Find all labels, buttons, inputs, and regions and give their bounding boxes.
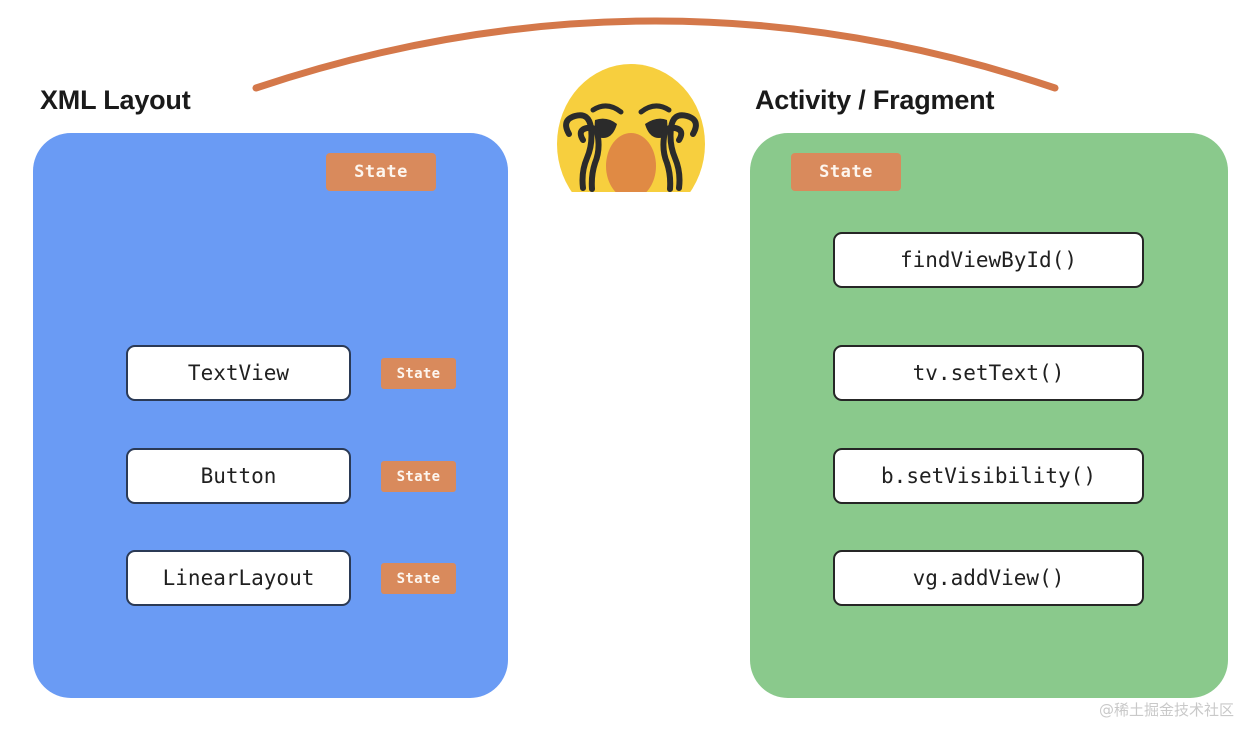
xml-layout-panel — [33, 133, 508, 698]
call-box-settext: tv.setText() — [833, 345, 1144, 401]
call-box-setvisibility: b.setVisibility() — [833, 448, 1144, 504]
widget-row: State LinearLayout — [126, 550, 456, 606]
page-title-xml-layout: XML Layout — [40, 85, 191, 115]
widget-box-textview: TextView — [126, 345, 351, 401]
call-box-findviewbyid: findViewById() — [833, 232, 1144, 288]
widget-row: State TextView — [126, 345, 456, 401]
status-badge-widget-state: State — [381, 461, 456, 492]
status-badge-widget-state: State — [381, 358, 456, 389]
call-box-addview: vg.addView() — [833, 550, 1144, 606]
widget-row: State Button — [126, 448, 456, 504]
face-screaming-in-fear-emoji — [543, 58, 719, 192]
connector-arc — [252, 17, 1059, 92]
activity-fragment-panel — [750, 133, 1228, 698]
status-badge-xml-state: State — [326, 153, 436, 191]
widget-box-button: Button — [126, 448, 351, 504]
page-title-activity-fragment: Activity / Fragment — [755, 85, 995, 115]
status-badge-widget-state: State — [381, 563, 456, 594]
widget-box-linearlayout: LinearLayout — [126, 550, 351, 606]
status-badge-activity-state: State — [791, 153, 901, 191]
watermark: @稀土掘金技术社区 — [1098, 701, 1234, 719]
